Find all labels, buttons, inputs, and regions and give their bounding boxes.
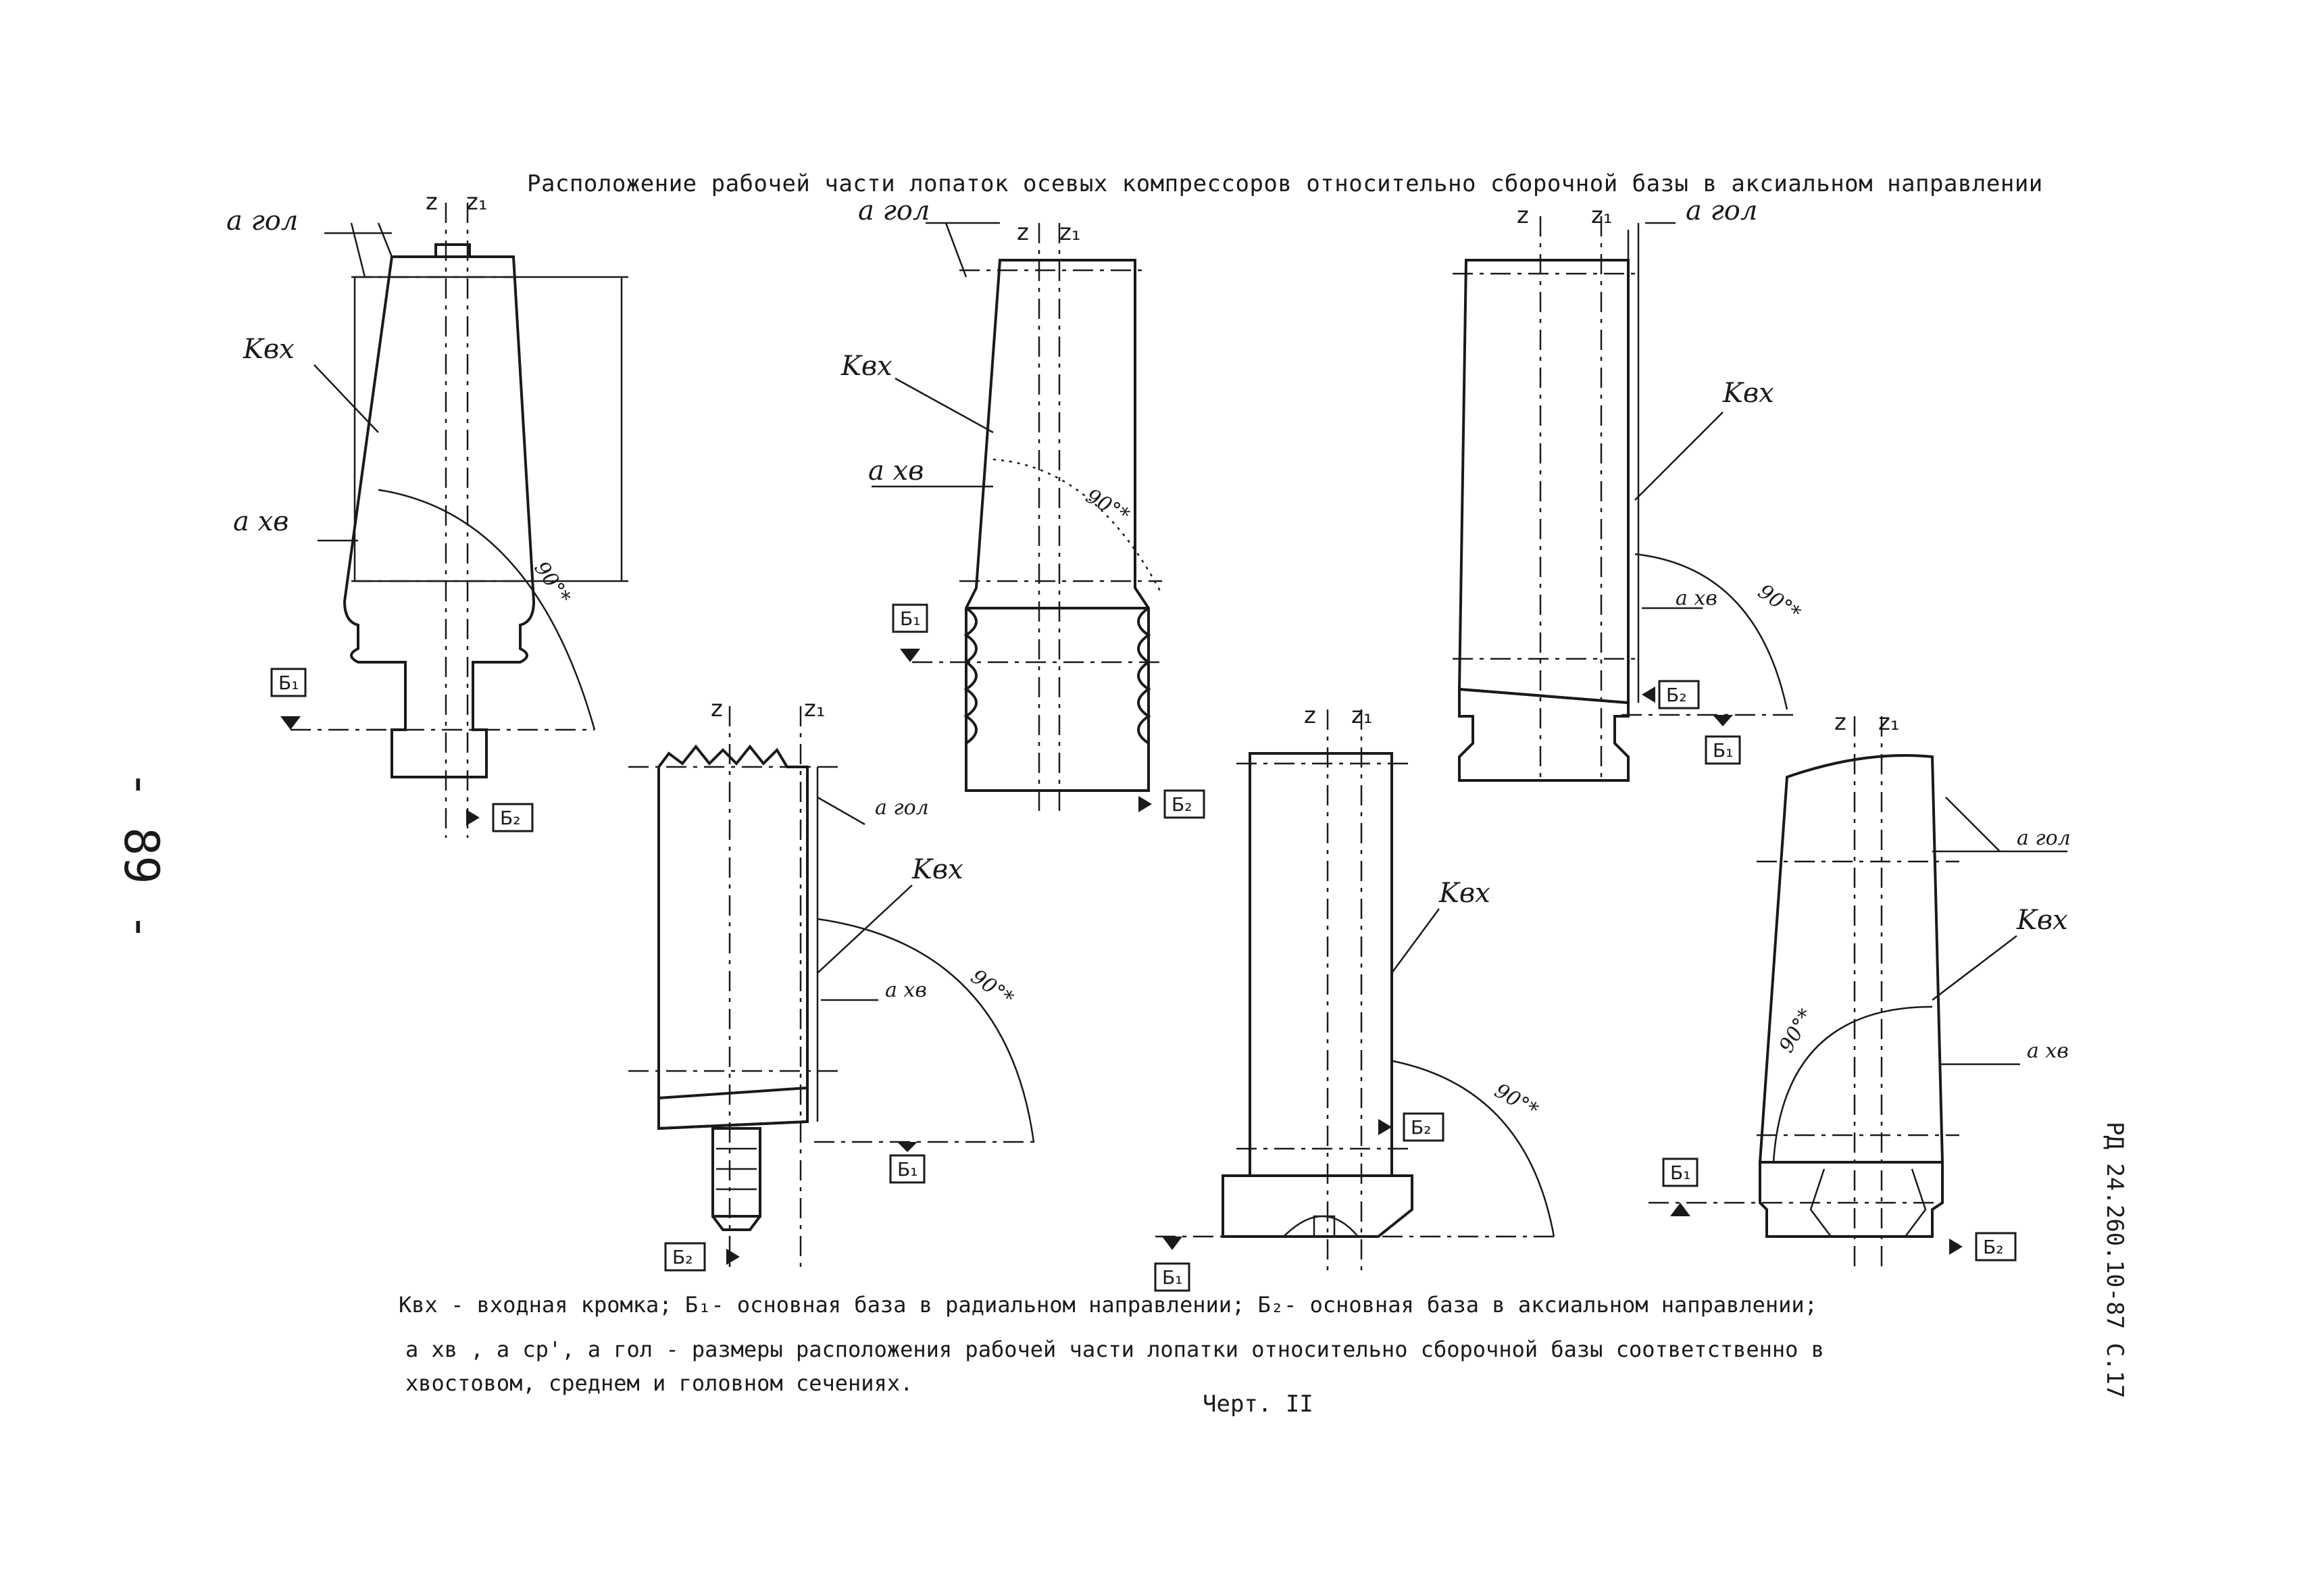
base-axial-label: Б₂ <box>1983 1236 2003 1258</box>
k-vx-label: Kвх <box>243 334 295 365</box>
a-xv-label: a хв <box>233 506 288 537</box>
k-vx-label: Kвх <box>2016 905 2068 936</box>
a-gol-label: a гол <box>1686 195 1757 226</box>
legend-line-2: a хв , a ср', a гол - размеры расположен… <box>405 1337 1824 1362</box>
blade-drawing-4: z z₁ a гол Kвх a хв 90°* Б₁ Б₂ <box>628 695 1040 1272</box>
blade-drawing-2: z z₁ a гол Kвх a хв 90°* Б₁ Б₂ <box>840 195 1205 819</box>
angle-label: 90°* <box>1775 1005 1818 1057</box>
axis-z1-label: z₁ <box>1059 219 1080 246</box>
axis-z1-label: z₁ <box>1351 702 1372 729</box>
k-vx-label: Kвх <box>840 351 892 382</box>
angle-label: 90°* <box>1753 580 1805 626</box>
axis-z-label: z <box>426 189 438 216</box>
blade-drawing-5: z z₁ Kвх 90°* Б₂ Б₁ <box>1154 702 1561 1292</box>
angle-label: 90°* <box>966 965 1017 1011</box>
axis-z1-label: z₁ <box>1878 709 1899 736</box>
blade-drawing-1: z z₁ a гол Kвх a хв 90°* Б₁ Б₂ <box>226 189 628 838</box>
blade-drawing-6: z z₁ a гол Kвх a хв 90°* Б₁ Б₂ <box>1649 709 2071 1270</box>
axis-z-label: z <box>1517 202 1529 229</box>
axis-z-label: z <box>1304 702 1316 729</box>
base-axial-label: Б₂ <box>500 807 520 829</box>
a-xv-label: a хв <box>868 455 924 487</box>
a-gol-label: a гол <box>875 796 929 820</box>
base-radial-label: Б₁ <box>1162 1266 1182 1289</box>
k-vx-label: Kвх <box>1438 878 1490 909</box>
base-axial-label: Б₂ <box>672 1246 693 1268</box>
axis-z1-label: z₁ <box>466 189 487 216</box>
k-vx-label: Kвх <box>1722 378 1774 409</box>
axis-z-label: z <box>1017 219 1029 246</box>
base-radial-label: Б₁ <box>900 607 920 630</box>
base-radial-label: Б₁ <box>278 672 299 694</box>
legend-line-1: Квх - входная кромка; Б₁- основная база … <box>399 1292 1817 1318</box>
a-xv-label: a хв <box>1676 587 1717 610</box>
figure-caption: Черт. II <box>1203 1391 1313 1418</box>
axis-z1-label: z₁ <box>804 695 825 722</box>
base-axial-label: Б₂ <box>1411 1116 1431 1139</box>
axis-z-label: z <box>1834 709 1846 736</box>
a-xv-label: a хв <box>2027 1039 2069 1063</box>
a-gol-label: a гол <box>858 195 930 226</box>
legend-line-3: хвостовом, среднем и головном сечениях. <box>405 1370 913 1396</box>
blade-drawing-3: z z₁ a гол Kвх a хв 90°* Б₂ Б₁ <box>1453 195 1805 784</box>
base-radial-label: Б₁ <box>1713 739 1733 762</box>
axis-z1-label: z₁ <box>1591 202 1612 229</box>
a-gol-label: a гол <box>226 205 298 236</box>
a-xv-label: a хв <box>885 978 927 1002</box>
figure-title: Расположение рабочей части лопаток осевы… <box>527 170 2043 197</box>
base-radial-label: Б₁ <box>897 1158 917 1180</box>
base-axial-label: Б₂ <box>1666 684 1686 706</box>
axis-z-label: z <box>711 695 723 722</box>
a-gol-label: a гол <box>2017 826 2071 850</box>
k-vx-label: Kвх <box>911 854 963 885</box>
base-radial-label: Б₁ <box>1670 1162 1690 1184</box>
angle-label: 90°* <box>1082 484 1134 528</box>
angle-label: 90°* <box>529 557 575 609</box>
base-axial-label: Б₂ <box>1172 793 1192 816</box>
